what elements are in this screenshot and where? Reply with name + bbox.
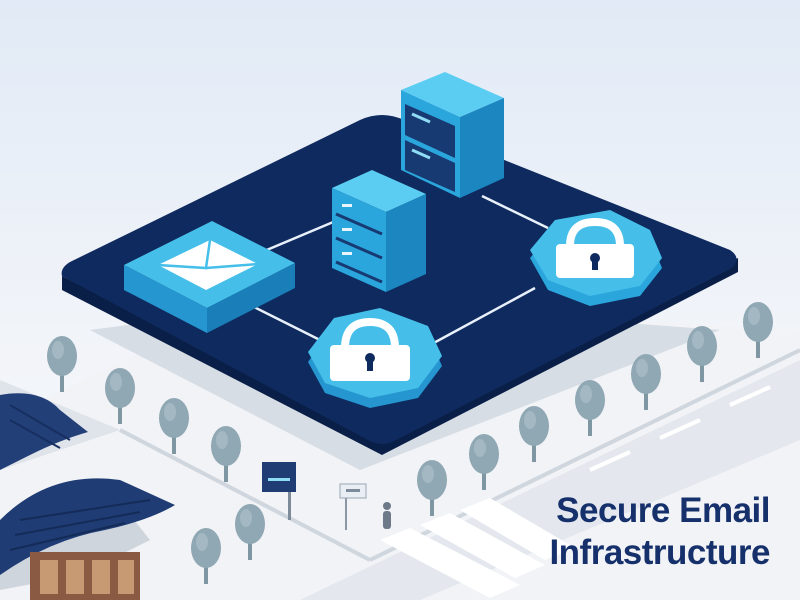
server-center [332,170,426,292]
street-sign [262,462,296,520]
lock-block-right [530,210,662,306]
envelope-block [124,221,295,333]
server-icon [335,212,383,284]
title-caption: Secure Email Infrastructure [470,490,770,574]
connection-lines [249,194,549,347]
title-line-1: Secure Email [556,491,770,530]
hanok-houses [0,393,175,600]
crosswalk [380,498,575,598]
sign-icon [262,462,296,492]
small-sign [339,483,367,530]
server-icon [405,104,455,192]
curb-line [119,428,371,562]
road-markings [589,385,771,472]
lock-block-front [308,308,442,408]
envelope-icon [157,239,259,290]
platform-side [62,258,738,455]
padlock-icon [556,217,634,278]
title-line-2: Infrastructure [549,533,770,572]
person-icon [383,502,391,529]
padlock-icon [330,317,410,381]
server-back [401,72,504,198]
